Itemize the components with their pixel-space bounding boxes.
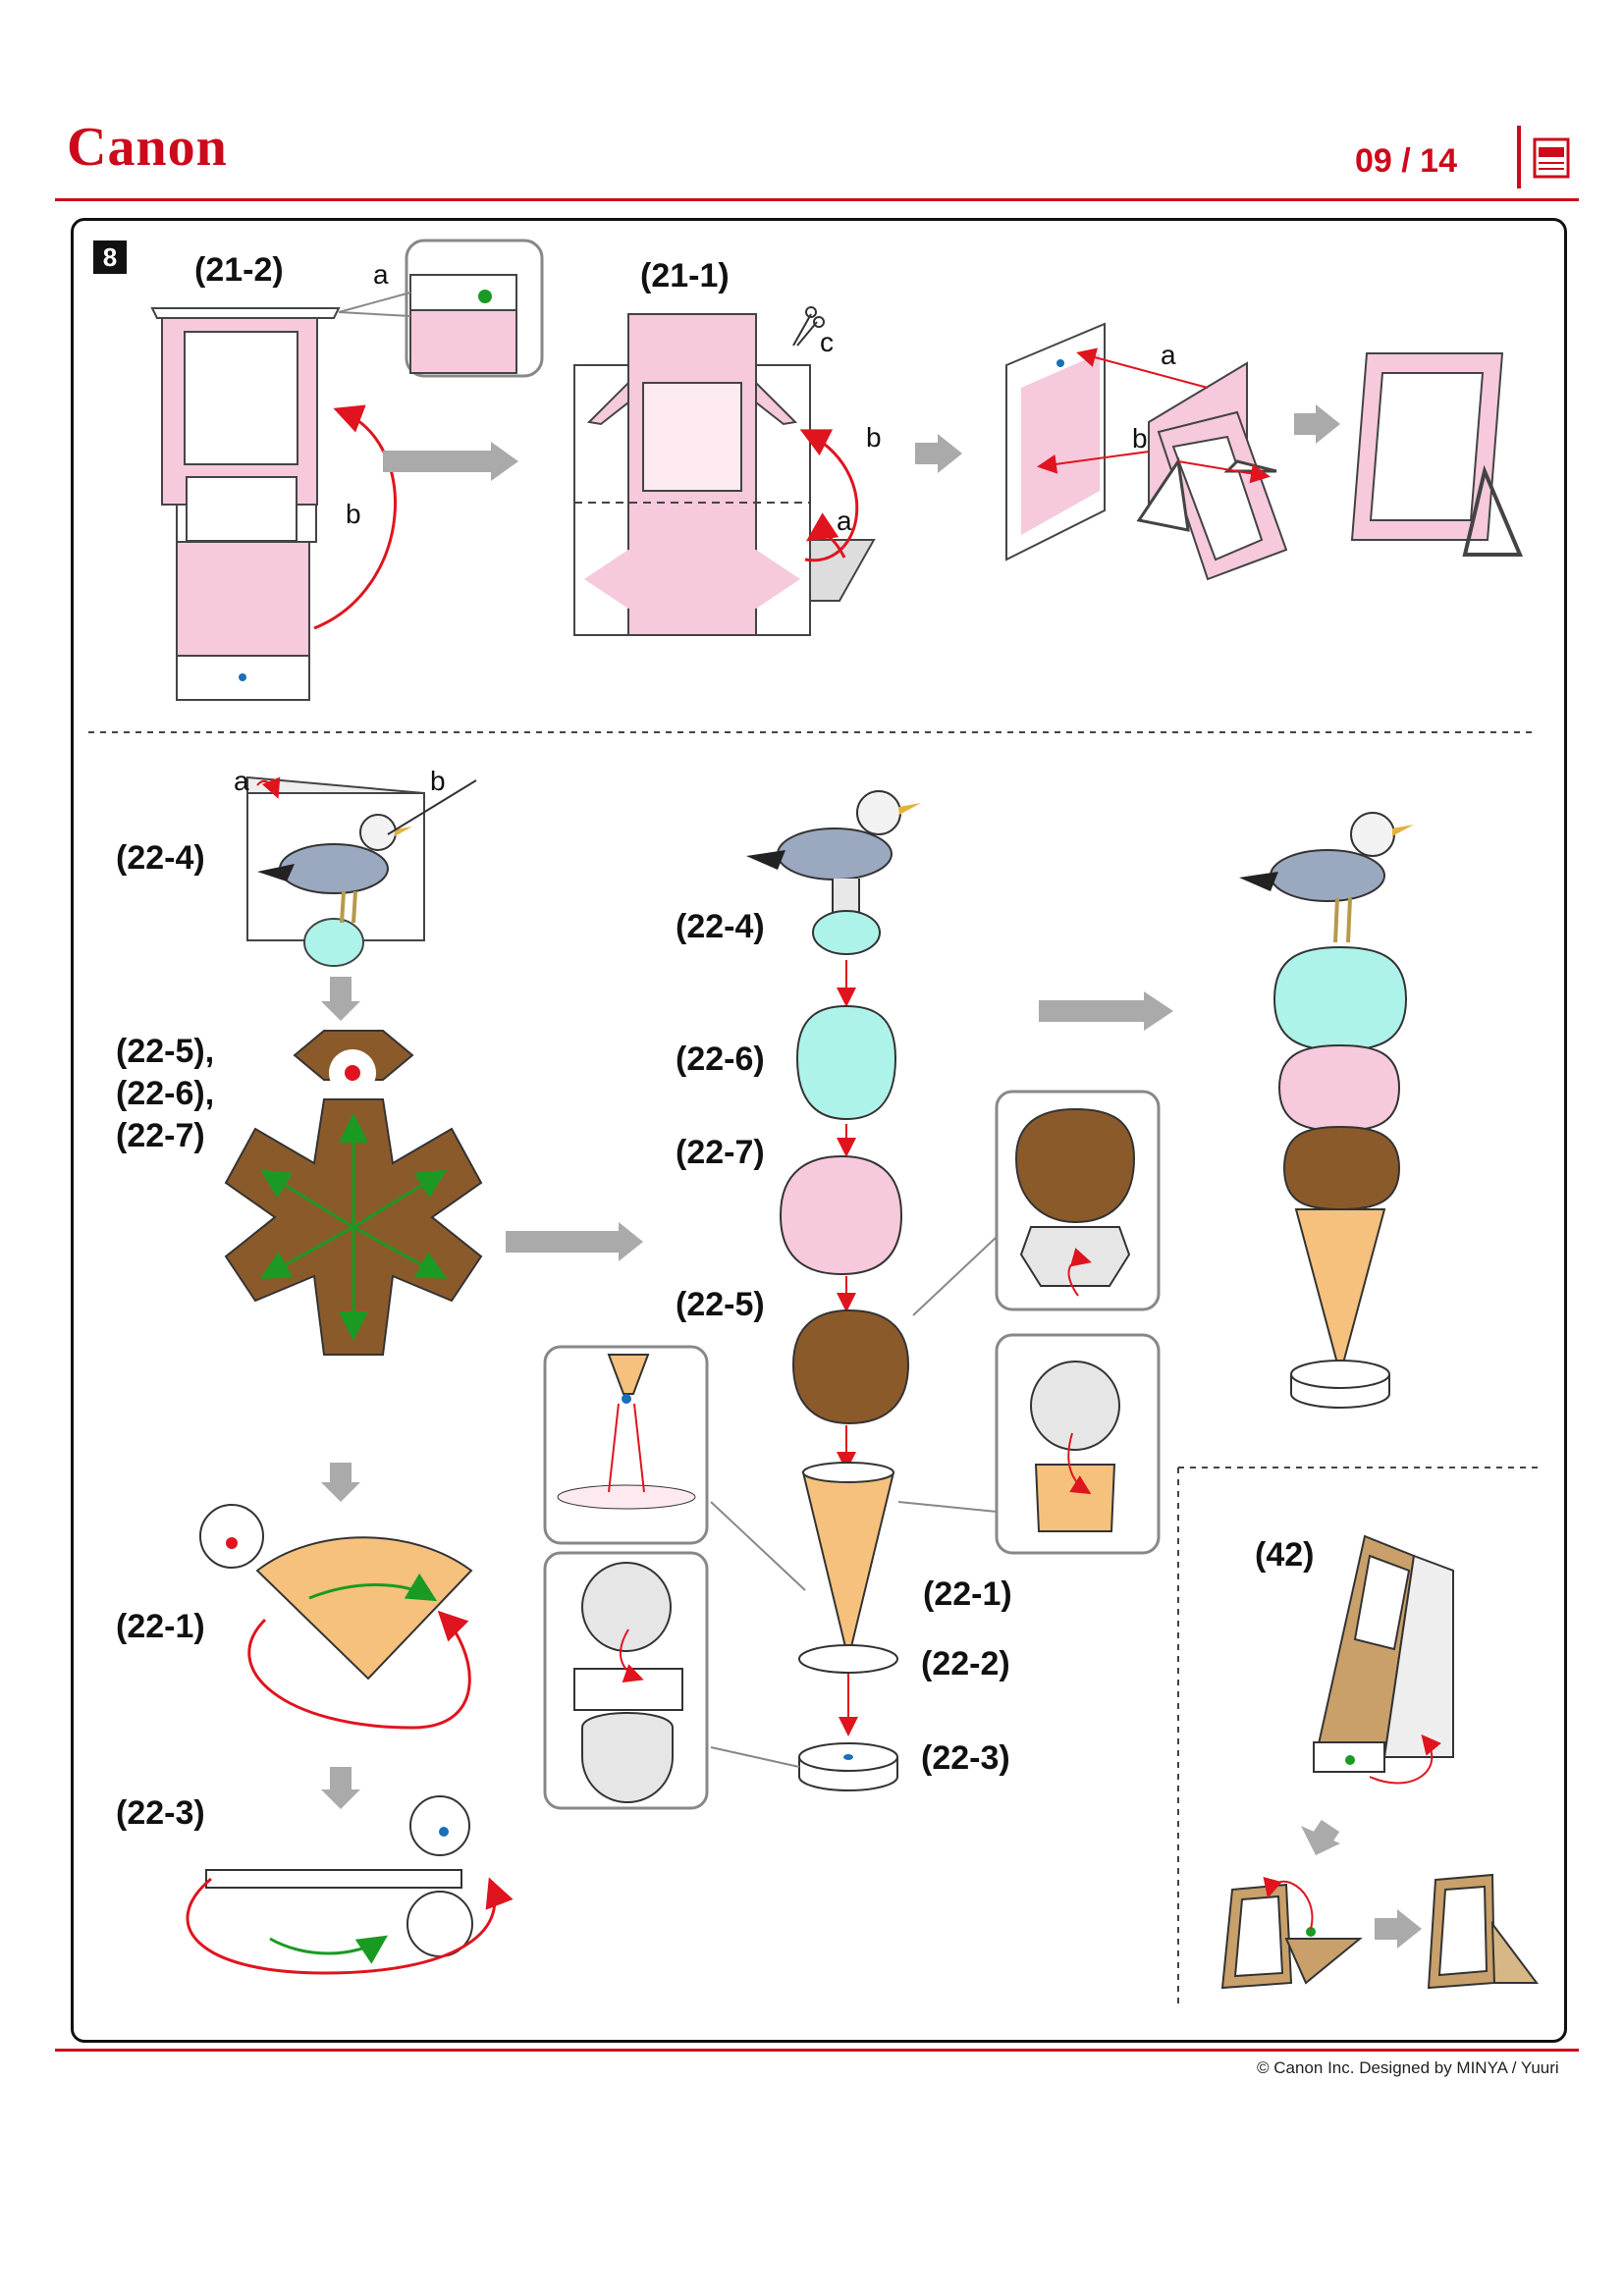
part-42 [1313,1534,1454,1785]
scissors-icon [792,306,825,347]
label-22-1-left: (22-1) [116,1608,205,1645]
part-22-4-sheet [246,775,477,967]
label-22-7-center: (22-7) [676,1134,765,1171]
letter-a-21-2: a [373,259,389,290]
scoop-brown [791,1308,910,1425]
label-22-5: (22-5), [116,1033,215,1070]
page-indicator: 09 / 14 [1355,142,1457,180]
label-22-3-center: (22-3) [921,1739,1010,1777]
label-22-4-center: (22-4) [676,908,765,945]
label-22-4-left: (22-4) [116,839,205,877]
finished-ice-cream-sculpture [1239,812,1414,1409]
copyright-text: © Canon Inc. Designed by MINYA / Yuuri [1257,2058,1559,2077]
part-21-2 [150,307,397,701]
callout-cone-top [995,1333,1161,1555]
callout-base-assembly [543,1551,709,1810]
part-22-3-net [186,1795,514,1975]
menu-button[interactable] [1517,126,1570,188]
callout-scoop-detail [995,1090,1161,1311]
label-22-2: (22-2) [921,1645,1010,1682]
label-22-1-center: (22-1) [923,1575,1012,1613]
instruction-panel [71,218,1567,2043]
part-42-folded [1220,1876,1363,1990]
label-22-7: (22-7) [116,1117,205,1154]
scoop-pink [779,1154,903,1276]
cone-base-disc [798,1644,898,1674]
gull-on-base [746,790,921,955]
header-rule [55,198,1579,201]
letter-b-21-2: b [346,499,361,529]
stand-assembly [1005,322,1288,581]
part-21-1 [573,313,876,636]
letter-a-21-1: a [837,506,852,536]
footer-rule [55,2049,1579,2052]
letter-b-22-4: b [430,766,446,796]
letter-b-21-1: b [866,422,882,453]
label-22-5-center: (22-5) [676,1286,765,1323]
label-22-6-center: (22-6) [676,1041,765,1078]
label-22-3-left: (22-3) [116,1794,205,1832]
label-21-1: (21-1) [640,257,730,294]
part-42-finished [1427,1873,1539,1990]
letter-b-stand: b [1132,423,1148,454]
finished-stand [1350,352,1524,557]
label-42: (42) [1255,1536,1315,1574]
part-22-1-net [199,1504,473,1730]
letter-a-stand: a [1161,340,1176,370]
canon-logo: Canon [67,117,228,178]
step-badge: 8 [93,240,127,274]
cone [801,1471,895,1660]
label-22-6: (22-6), [116,1075,215,1112]
callout-cone-tip [543,1345,709,1545]
part-22-5-net [224,1030,483,1356]
letter-a-22-4: a [234,766,249,796]
scoop-mint [795,1004,897,1121]
document-icon [1533,137,1570,179]
label-21-2: (21-2) [194,251,284,289]
letter-c-21-1: c [820,327,834,357]
